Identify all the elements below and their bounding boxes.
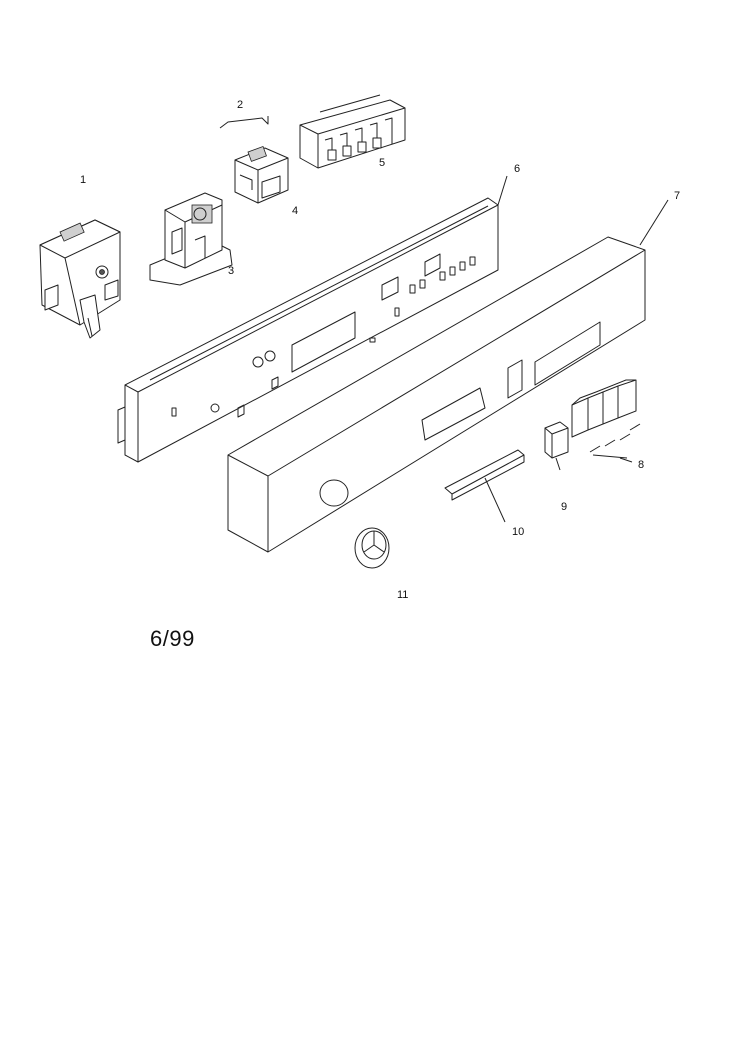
- callout-1: 1: [80, 174, 87, 186]
- callout-6: 6: [514, 163, 521, 175]
- leader-lines: [484, 175, 669, 523]
- callout-9: 9: [561, 501, 568, 513]
- callout-11: 11: [397, 589, 409, 601]
- part-1-timer-module: [39, 219, 121, 339]
- part-9-single-button: [544, 421, 569, 459]
- callout-3: 3: [228, 265, 235, 277]
- callout-8: 8: [638, 459, 645, 471]
- part-11-knob: [354, 527, 390, 569]
- callout-5: 5: [379, 157, 386, 169]
- part-7-outer-panel-fascia: [227, 236, 646, 553]
- part-3-switch-housing: [149, 192, 233, 286]
- part-5-pushbutton-switch-block: [299, 94, 406, 169]
- callout-4: 4: [292, 205, 299, 217]
- part-2-wire-spring: [219, 116, 269, 129]
- callout-10: 10: [512, 526, 525, 538]
- part-4-relay-switch: [234, 146, 289, 204]
- part-6-inner-panel-frame: [117, 197, 499, 463]
- callout-2: 2: [237, 99, 244, 111]
- callout-7: 7: [674, 190, 681, 202]
- part-8-pushbutton-keys: [571, 379, 641, 459]
- revision-date-code: 6/99: [150, 626, 195, 651]
- part-10-trim-strip: [444, 449, 525, 501]
